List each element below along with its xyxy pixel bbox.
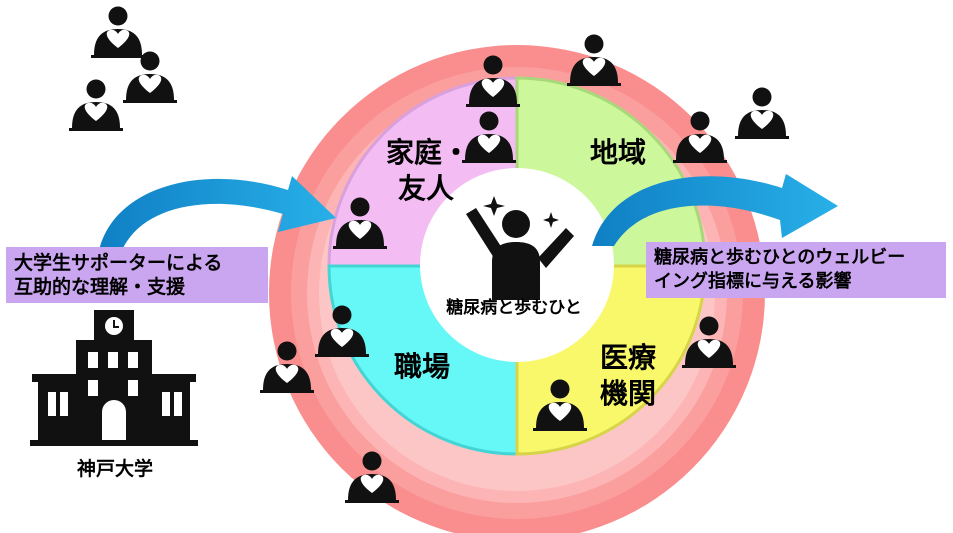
segment-label-work-line-1: 職場 [393, 350, 450, 383]
arrow-left [98, 176, 336, 255]
segment-label-family-line-2: 友人 [397, 172, 454, 205]
center-label-text: 糖尿病と歩むひと [446, 298, 582, 318]
person-icon [91, 6, 145, 58]
segment-label-work: 職場 [382, 349, 462, 385]
segment-label-region-line-1: 地域 [589, 136, 646, 169]
wellbeing-impact-line-2: イング指標に与える影響 [654, 271, 852, 292]
wellbeing-impact-box: 糖尿病と歩むひとのウェルビー イング指標に与える影響 [646, 242, 946, 298]
person-icon [123, 51, 177, 103]
segment-label-family-line-1: 家庭・ [386, 136, 471, 169]
student-support-line-2: 互助的な理解・支援 [14, 276, 186, 298]
university-label: 神戸大学 [40, 456, 190, 482]
segment-label-region: 地域 [578, 135, 658, 171]
segment-label-medical: 医療 機関 [588, 340, 668, 412]
person-celebrating-icon [466, 196, 574, 300]
student-support-box: 大学生サポーターによる 互助的な理解・支援 [6, 247, 268, 303]
segment-label-medical-line-2: 機関 [599, 377, 656, 410]
wellbeing-impact-line-1: 糖尿病と歩むひとのウェルビー [654, 247, 906, 268]
student-support-line-1: 大学生サポーターによる [14, 252, 223, 274]
center-label: 糖尿病と歩むひと [420, 297, 608, 319]
person-icon [69, 79, 123, 131]
university-building-icon [30, 310, 198, 446]
segment-label-medical-line-1: 医療 [599, 341, 656, 374]
segment-label-family: 家庭・ 友人 [386, 135, 471, 207]
university-label-text: 神戸大学 [76, 458, 153, 480]
person-icon [735, 87, 789, 139]
arrow-right [592, 174, 838, 246]
